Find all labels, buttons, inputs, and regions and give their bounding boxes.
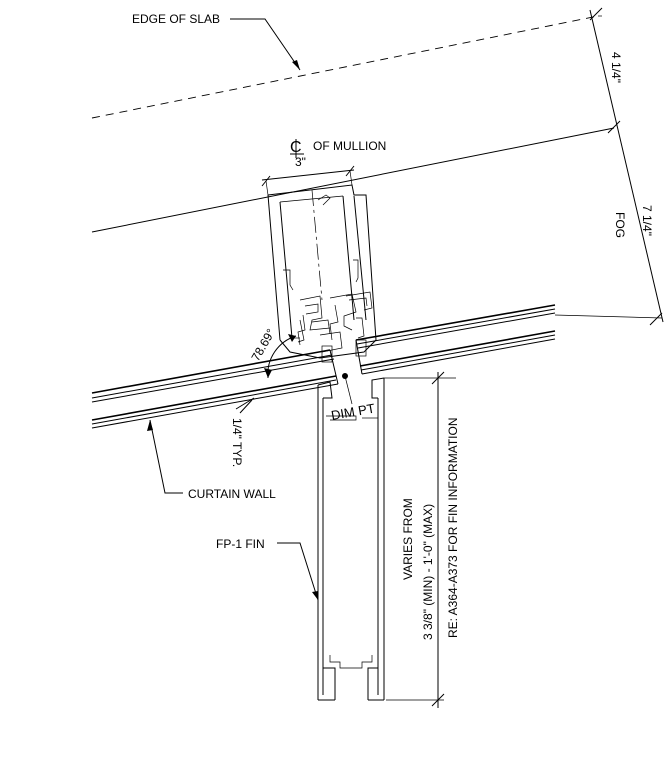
right-glass-unit: [355, 304, 556, 375]
varies-line2: 3 3/8" (MIN) - 1'-0" (MAX): [421, 504, 435, 640]
mullion-profile: [267, 184, 377, 379]
right-dimension-string: [554, 7, 664, 326]
mullion-width-label: 3": [295, 155, 306, 169]
mullion-width-dimension: [261, 165, 355, 196]
fog-label: FOG: [613, 212, 627, 238]
dim-7-1-4-label: 7 1/4": [640, 205, 654, 236]
of-mullion-label: OF MULLION: [313, 139, 386, 153]
dim-4-1-4-label: 4 1/4": [609, 52, 623, 83]
dim-pt-leader: [344, 375, 353, 405]
quarter-typ-label: 1/4" TYP.: [230, 418, 244, 467]
fin-length-dimension: [384, 371, 456, 708]
curtain-wall-leader: [147, 419, 183, 494]
left-glass-unit: [91, 349, 339, 429]
angle-label: 78.69°: [248, 326, 278, 363]
varies-line3: RE: A364-A373 FOR FIN INFORMATION: [446, 418, 460, 639]
edge-of-slab-line: [91, 15, 599, 119]
edge-of-slab-leader: [230, 18, 301, 71]
face-of-glass-line: [91, 127, 615, 233]
varies-line1: VARIES FROM: [401, 498, 415, 580]
angle-dimension: [264, 334, 297, 379]
fp1-fin-label: FP-1 FIN: [216, 537, 265, 551]
dim-pt-label: DIM PT: [330, 401, 376, 423]
edge-of-slab-label: EDGE OF SLAB: [132, 12, 220, 26]
fp1-fin-leader: [277, 542, 319, 601]
curtain-wall-label: CURTAIN WALL: [188, 487, 276, 501]
quarter-typ-dimension: [235, 397, 255, 414]
centerline-symbol: C: [290, 139, 304, 158]
fin-profile: [317, 377, 385, 701]
